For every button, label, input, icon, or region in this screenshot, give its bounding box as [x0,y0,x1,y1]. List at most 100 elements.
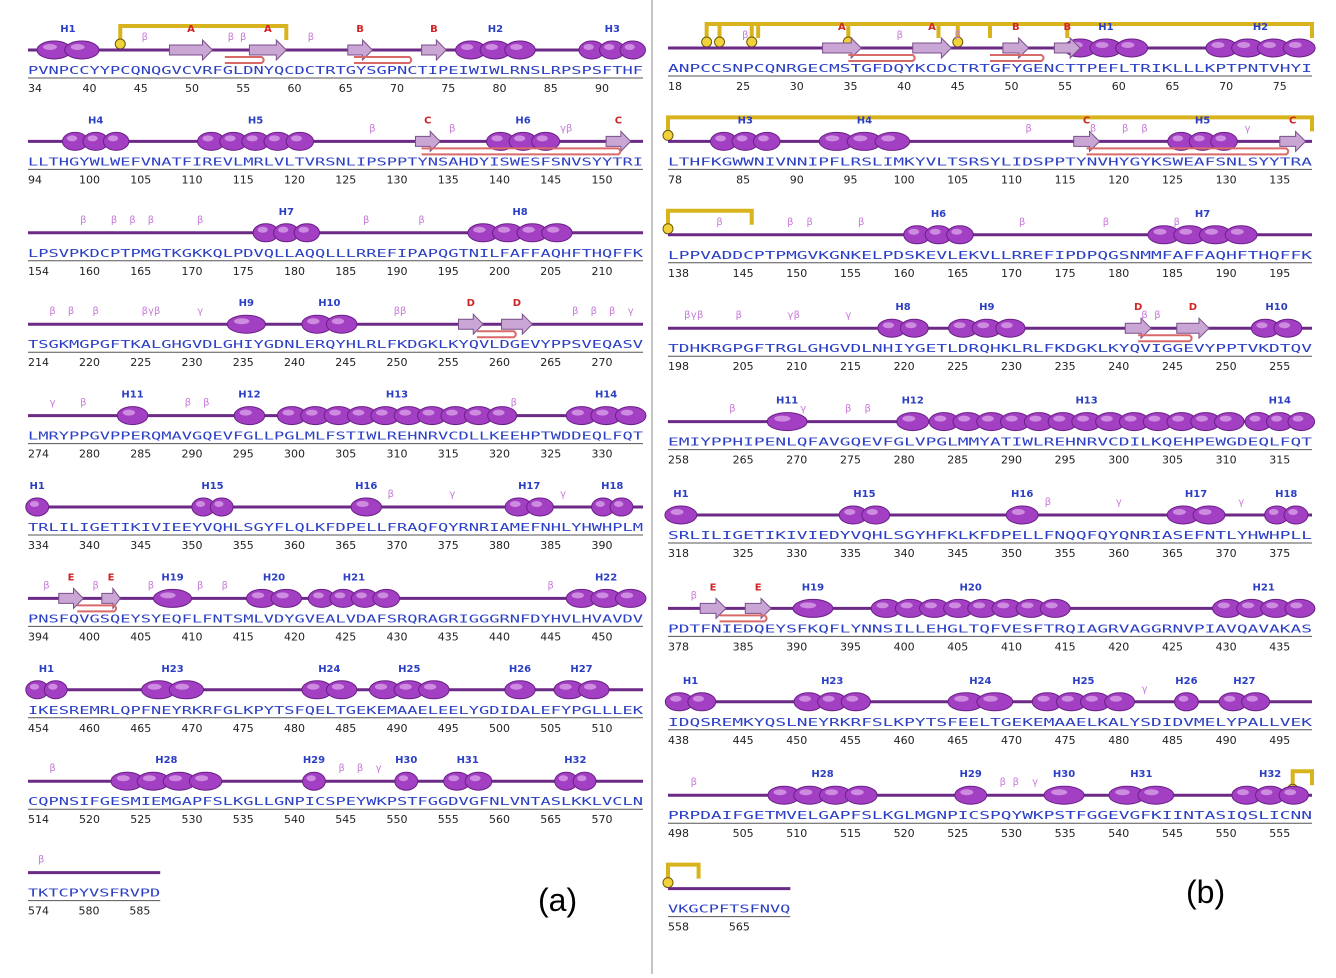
residue-tick-label: 365 [335,539,356,552]
residue-tick-label: 90 [790,173,804,186]
residue-tick-label: 365 [1162,547,1183,560]
residue-tick-label: 55 [1058,80,1072,93]
amino-acid-sequence: LTHFKGWWNIVNNIPFLRSLIMKYVLTSRSYLIDSPPTYN… [668,156,1313,168]
residue-tick-label: 35 [843,80,857,93]
residue-tick-label: 155 [840,267,861,280]
helix-highlight [614,501,624,507]
helix-highlight [446,409,458,416]
residue-tick-label: 435 [1269,640,1290,653]
residue-tick-label: 555 [438,813,459,826]
strand-arrow [1053,36,1081,60]
beta-turn-mark: β [449,123,455,134]
amino-acid-sequence: SRLILIGETIKIVIEDYVQHLSGYHFKLKFDPELLFNQQF… [668,530,1312,542]
beta-turn-mark: β [729,404,735,415]
helix-label: H7 [279,207,294,218]
residue-tick-label: 530 [182,813,203,826]
helix-label: H32 [1259,769,1281,780]
beta-turn-mark: β [684,310,690,321]
residue-tick-label: 210 [592,265,613,278]
amino-acid-sequence: PDTFNIEDQEYSFKQFLYNNSILLEHGLTQFVESFTRQIA… [668,623,1312,635]
strand-arrow [347,38,374,62]
beta-turn-mark: β [228,32,234,43]
helix-highlight [1237,42,1251,48]
helix-highlight [670,695,682,702]
helix-highlight [692,695,705,702]
helix-coil [226,314,266,334]
residue-tick-label: 394 [28,630,49,643]
residue-tick-label: 325 [733,547,754,560]
strand-label: D [513,298,521,309]
beta-turn-mark: β [92,580,98,591]
amino-acid-sequence: PVNPCCYYPCQNQGVCVRFGLDNYQCDCTRTGYSGPNCTI… [28,65,643,77]
helix-highlight [460,44,474,50]
beta-turn-mark: β [197,580,203,591]
helix-label: H7 [1195,209,1210,220]
disulfide-bond [118,24,289,44]
helix-coil [325,680,358,700]
helix-label: H18 [1275,489,1297,500]
gamma-turn-mark: γ [1245,123,1251,134]
helix-highlight [953,322,966,329]
helix-highlight [958,415,971,422]
residue-tick-label: 290 [182,448,203,461]
helix-highlight [908,228,920,235]
helix-highlight [374,683,388,690]
helix-highlight [116,775,130,782]
residue-tick-label: 525 [130,813,151,826]
gamma-turn-mark: γ [197,306,203,317]
helix-highlight [29,683,40,690]
helix-highlight [596,409,609,416]
residue-tick-label: 450 [592,630,613,643]
disulfide-bond [666,208,754,229]
beta-turn-mark: β [548,580,554,591]
helix-highlight [595,501,605,507]
helix-highlight [1268,509,1279,515]
residue-tick-label: 170 [182,265,203,278]
helix-highlight [620,409,634,416]
helix-label: H10 [318,298,340,309]
helix-highlight [1011,509,1025,515]
beta-turn-mark: β [203,398,209,409]
helix-label: H13 [1075,396,1097,407]
helix-highlight [1288,509,1298,515]
hairpin-connector [719,614,768,623]
residue-tick-label: 85 [736,173,750,186]
residue-tick-label: 90 [595,82,609,95]
gamma-turn-mark: γ [691,310,697,321]
helix-highlight [902,415,916,422]
helix-highlight [422,409,435,416]
hairpin-connector [990,54,1045,62]
beta-turn-mark: β [742,30,748,41]
strand-label: C [424,115,431,126]
helix-label: H19 [161,572,183,583]
residue-tick-label: 495 [438,722,459,735]
residue-tick-label: 320 [489,448,510,461]
helix-highlight [604,44,615,50]
helix-highlight [997,602,1010,609]
residue-tick-label: 275 [840,454,861,467]
helix-coil [487,406,518,426]
helix-highlight [531,501,543,507]
helix-highlight [882,322,895,329]
helix-label: H30 [1053,769,1075,780]
helix-highlight [948,602,962,609]
helix-label: H8 [895,302,910,313]
residue-tick-label: 225 [130,356,151,369]
helix-coil [152,588,193,608]
residue-tick-label: 370 [1216,547,1237,560]
residue-tick-label: 375 [438,539,459,552]
residue-tick-label: 540 [284,813,305,826]
residue-tick-label: 65 [339,82,353,95]
strand-arrow [1124,316,1152,340]
helix-highlight [1179,228,1193,235]
helix-highlight [1241,602,1255,609]
helix-highlight [774,415,791,422]
residue-tick-label: 460 [894,734,915,747]
residue-tick-label: 300 [1108,454,1129,467]
gamma-turn-mark: γ [376,763,382,774]
residue-tick-label: 135 [1269,173,1290,186]
strand-arrow [168,38,214,62]
